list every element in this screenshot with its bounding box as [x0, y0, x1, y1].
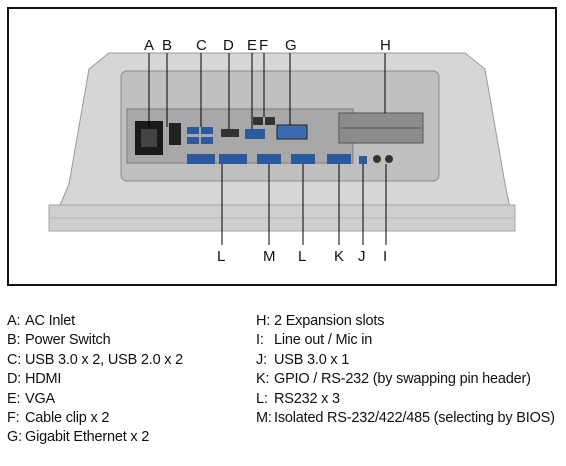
legend-left: AAC Inlet BPower Switch CUSB 3.0 x 2, US… [7, 312, 247, 448]
legend-item-e: EVGA [7, 390, 247, 409]
legend-item-f: FCable clip x 2 [7, 409, 247, 428]
legend-item-l: LRS232 x 3 [256, 390, 556, 409]
serial-port-l2 [291, 154, 315, 164]
callout-e: E [247, 37, 257, 54]
legend-item-i: ILine out / Mic in [256, 331, 556, 350]
cable-clip [253, 117, 263, 125]
serial-port-l1b [219, 154, 247, 164]
callout-a: A [144, 37, 154, 54]
power-switch [169, 123, 181, 145]
callout-j: J [358, 248, 366, 265]
rear-panel-diagram: A B C D E F G H L M L K J I [48, 37, 516, 265]
callout-l-2: L [298, 248, 306, 265]
legend-item-c: CUSB 3.0 x 2, USB 2.0 x 2 [7, 351, 247, 370]
vga-port [245, 129, 265, 139]
legend-item-a: AAC Inlet [7, 312, 247, 331]
callout-g: G [285, 37, 297, 54]
callout-k: K [334, 248, 344, 265]
gpio-port-k [327, 154, 351, 164]
product-photo-frame: A B C D E F G H L M L K J I [7, 7, 557, 286]
hdmi-port [221, 129, 239, 137]
usb-ports [187, 127, 213, 144]
callout-m: M [263, 248, 276, 265]
usb-port-j [359, 156, 367, 164]
callout-i: I [383, 248, 387, 265]
ethernet-ports [276, 124, 308, 140]
legend-item-d: DHDMI [7, 370, 247, 389]
legend-item-b: BPower Switch [7, 331, 247, 350]
callout-l-1: L [217, 248, 225, 265]
legend-right: H2 Expansion slots ILine out / Mic in JU… [256, 312, 556, 428]
callout-d: D [223, 37, 234, 54]
legend-item-j: JUSB 3.0 x 1 [256, 351, 556, 370]
callout-c: C [196, 37, 207, 54]
cable-clip [265, 117, 275, 125]
legend-item-h: H2 Expansion slots [256, 312, 556, 331]
legend-item-m: MIsolated RS-232/422/485 (selecting by B… [256, 409, 556, 428]
audio-jack [385, 155, 393, 163]
serial-port-m [257, 154, 281, 164]
callout-f: F [259, 37, 268, 54]
legend-item-k: KGPIO / RS-232 (by swapping pin header) [256, 370, 556, 389]
callout-h: H [380, 37, 391, 54]
legend-item-g: GGigabit Ethernet x 2 [7, 428, 247, 447]
serial-port-l1 [187, 154, 215, 164]
callout-b: B [162, 37, 172, 54]
audio-jack [373, 155, 381, 163]
